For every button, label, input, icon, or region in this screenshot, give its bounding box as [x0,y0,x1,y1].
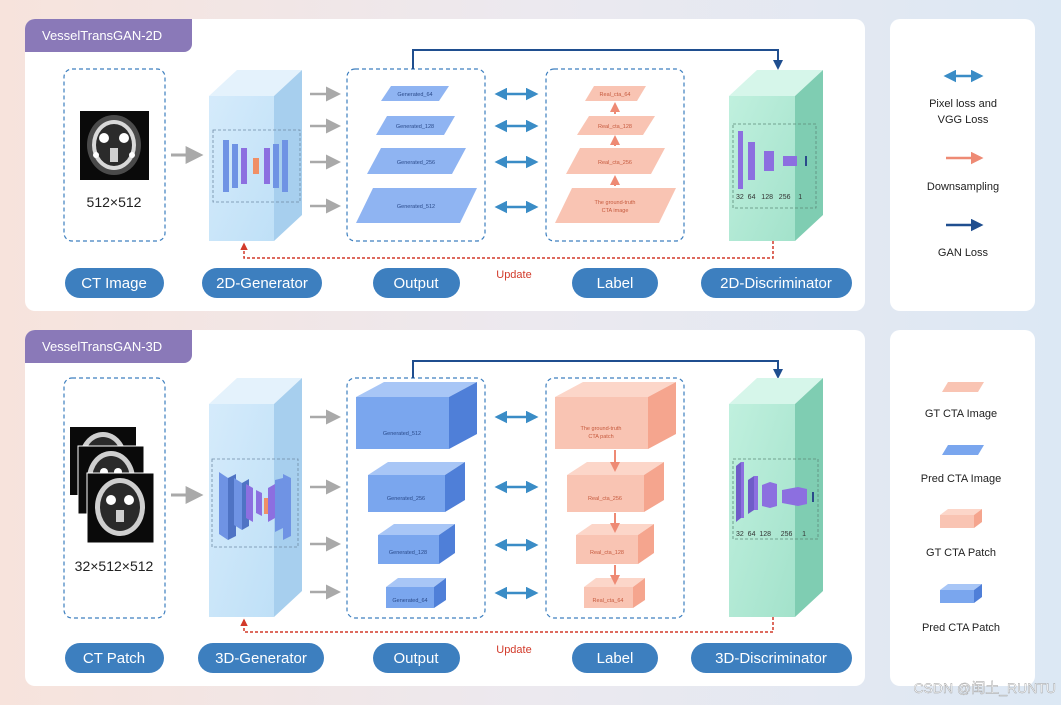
update-label: Update [496,269,531,281]
output-cube-label: Generated_256 [387,496,425,502]
pixel-loss-arrows [494,87,539,214]
legend-vgg-loss-label: VGG Loss [938,114,989,126]
ct-input-size: 512×512 [87,194,142,210]
pred-cta-image-icon [942,445,984,455]
pred-cta-patch-icon [940,584,982,603]
legend-bottom-background [890,330,1035,686]
pill-label: Label [597,275,634,292]
output-plane-label: Generated_128 [396,124,434,130]
label-cube-label: Real_cta_256 [588,496,622,502]
pill-ct-patch: CT Patch [83,650,145,667]
output-box [346,68,486,242]
ct-patch-stack-icon [70,427,155,544]
ct-patch-size: 32×512×512 [75,558,154,574]
output-plane-label: Generated_512 [397,204,435,210]
legend-top-background [890,19,1035,311]
watermark: CSDN @闰土_RUNTU [913,680,1056,696]
update-line-3d [240,617,774,633]
legend-top: Pixel loss and VGG Loss Downsampling GAN… [890,19,1035,311]
legend-gan-loss-label: GAN Loss [938,247,989,259]
generator-output-arrows-3d [310,409,341,600]
panel-3d-title-tab [25,330,192,363]
ct-image-box [63,68,166,242]
panel-2d-title: VesselTransGAN-2D [42,28,162,43]
generator-2d-block [209,70,302,241]
panel-3d-pills: CT Patch 3D-Generator Output Label 3D-Di… [65,643,852,673]
gt-cta-image-icon [942,382,984,392]
label-cube-label: CTA patch [588,434,613,440]
label-cubes: The ground-truth CTA patch Real_cta_256 … [555,382,676,608]
panel-3d-title: VesselTransGAN-3D [42,339,162,354]
legend-downsampling-label: Downsampling [927,181,999,193]
pill-output-3d: Output [393,650,439,667]
panel-2d-pills: CT Image 2D-Generator Output Label 2D-Di… [65,268,852,298]
update-line [240,241,774,259]
pill-discriminator-3d: 3D-Discriminator [715,650,827,667]
label-plane-label: CTA image [602,208,629,214]
label-cube-label: Real_cta_64 [593,598,624,604]
label-planes: Real_cta_64 Real_cta_128 Real_cta_256 Th… [555,86,676,223]
legend-gt-cta-patch-label: GT CTA Patch [926,547,996,559]
generator-3d-block [209,378,302,617]
pill-discriminator: 2D-Discriminator [720,275,832,292]
output-planes: Generated_64 Generated_128 Generated_256… [356,86,477,223]
discriminator-channel-numbers: 32 64 128 256 1 [736,194,802,201]
discriminator-3d-block: 32 64 128 256 1 [729,378,823,617]
legend-pred-cta-image-label: Pred CTA Image [921,473,1002,485]
pill-generator-3d: 3D-Generator [215,650,307,667]
generator-output-arrows [310,86,341,214]
output-cube-label: Generated_512 [383,431,421,437]
label-box-3d [545,377,685,619]
discriminator-3d-channel-numbers: 32 64 128 256 1 [736,531,806,538]
pixel-loss-arrows-3d [494,410,539,600]
pill-label-3d: Label [597,650,634,667]
pill-output: Output [393,275,439,292]
label-plane-label: The ground-truth [595,200,636,206]
pill-ct-image: CT Image [81,275,147,292]
gan-loss-line [412,49,783,70]
output-cube-label: Generated_64 [392,598,427,604]
label-plane-label: Real_cta_128 [598,124,632,130]
discriminator-2d-block: 32 64 128 256 1 [729,70,823,241]
gan-loss-line-3d [412,360,783,379]
pill-generator: 2D-Generator [216,275,308,292]
gt-cta-patch-icon [940,509,982,528]
label-cube-label: The ground-truth [581,426,622,432]
output-plane-label: Generated_64 [397,92,432,98]
output-plane-label: Generated_256 [397,160,435,166]
panel-2d-title-tab [25,19,192,52]
update-label-3d: Update [496,644,531,656]
label-plane-label: Real_cta_256 [598,160,632,166]
label-plane-label: Real_cta_64 [600,92,631,98]
panel-2d: VesselTransGAN-2D 512×512 [25,19,865,311]
output-cubes: Generated_512 Generated_256 Generated_12… [356,382,477,608]
ct-patch-box [63,377,166,619]
label-cube-label: Real_cta_128 [590,550,624,556]
legend-bottom: GT CTA Image Pred CTA Image GT CTA Patch… [890,330,1035,686]
label-box [545,68,685,242]
ct-slice-icon [80,111,149,180]
legend-gt-cta-image-label: GT CTA Image [925,408,997,420]
legend-pred-cta-patch-label: Pred CTA Patch [922,622,1000,634]
legend-pixel-loss-label: Pixel loss and [929,98,997,110]
output-box-3d [346,377,486,619]
panel-3d: VesselTransGAN-3D 32×512×512 [25,330,865,686]
output-cube-label: Generated_128 [389,550,427,556]
